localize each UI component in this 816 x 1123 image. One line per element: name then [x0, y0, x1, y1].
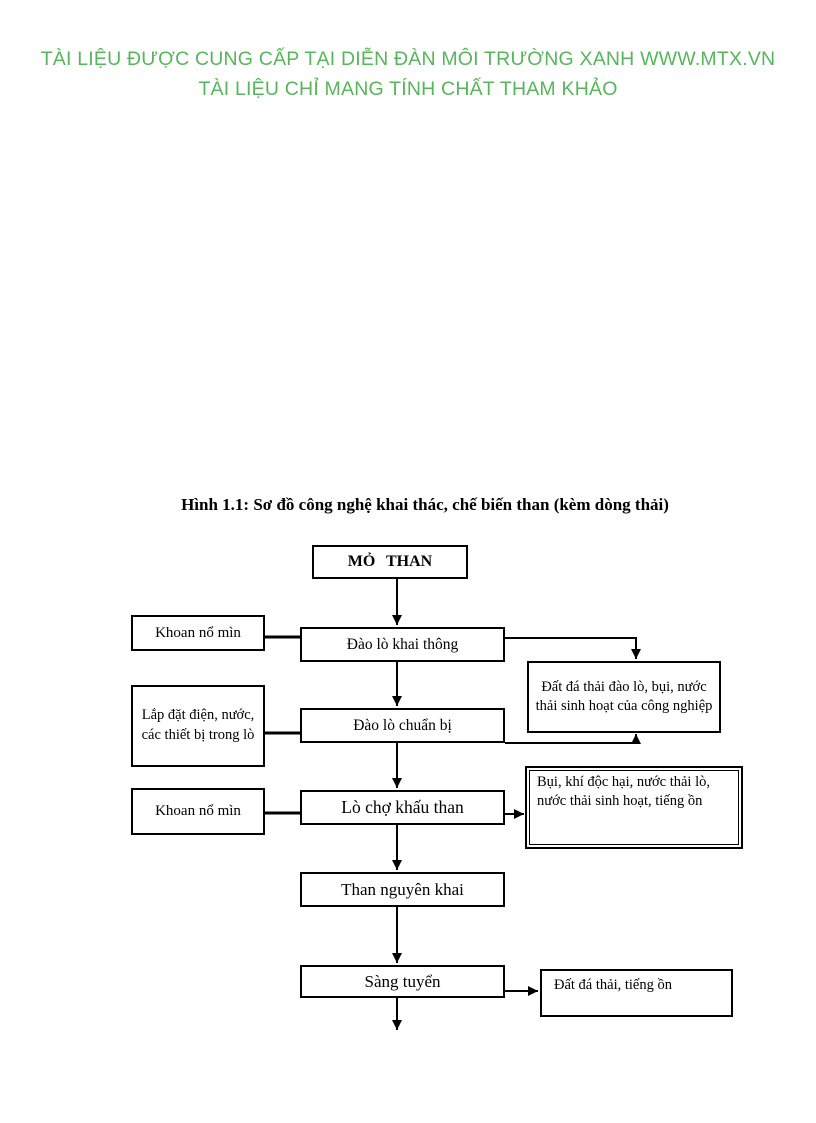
- node-dat-da-thai-dao-lo: Đất đá thải đào lò, bụi, nước thải sinh …: [527, 661, 721, 733]
- node-khoan-no-min-1: Khoan nổ mìn: [131, 615, 265, 651]
- figure-title: Hình 1.1: Sơ đồ công nghệ khai thác, chế…: [181, 495, 669, 514]
- document-header: TÀI LIỆU ĐƯỢC CUNG CẤP TẠI DIỄN ĐÀN MÔI …: [0, 44, 816, 104]
- node-dao-lo-chuan-bi: Đào lò chuẩn bị: [300, 708, 505, 743]
- node-lo-cho-khau-than: Lò chợ khấu than: [300, 790, 505, 825]
- header-line-1: TÀI LIỆU ĐƯỢC CUNG CẤP TẠI DIỄN ĐÀN MÔI …: [40, 48, 776, 70]
- node-mo-than: MỎ THAN: [312, 545, 468, 579]
- node-dat-da-thai-tieng-on: Đất đá thải, tiếng ồn: [540, 969, 733, 1017]
- node-khoan-no-min-2: Khoan nổ mìn: [131, 788, 265, 835]
- node-dao-lo-khai-thong: Đào lò khai thông: [300, 627, 505, 662]
- node-than-nguyen-khai: Than nguyên khai: [300, 872, 505, 907]
- node-bui-khi-doc-hai-inner: Bụi, khí độc hại, nước thải lò, nước thả…: [529, 770, 739, 845]
- node-sang-tuyen: Sàng tuyển: [300, 965, 505, 998]
- header-line-2: TÀI LIỆU CHỈ MANG TÍNH CHẤT THAM KHẢO: [198, 78, 618, 100]
- node-lap-dat-dien-nuoc: Lắp đặt điện, nước, các thiết bị trong l…: [131, 685, 265, 767]
- node-bui-khi-doc-hai: Bụi, khí độc hại, nước thải lò, nước thả…: [525, 766, 743, 849]
